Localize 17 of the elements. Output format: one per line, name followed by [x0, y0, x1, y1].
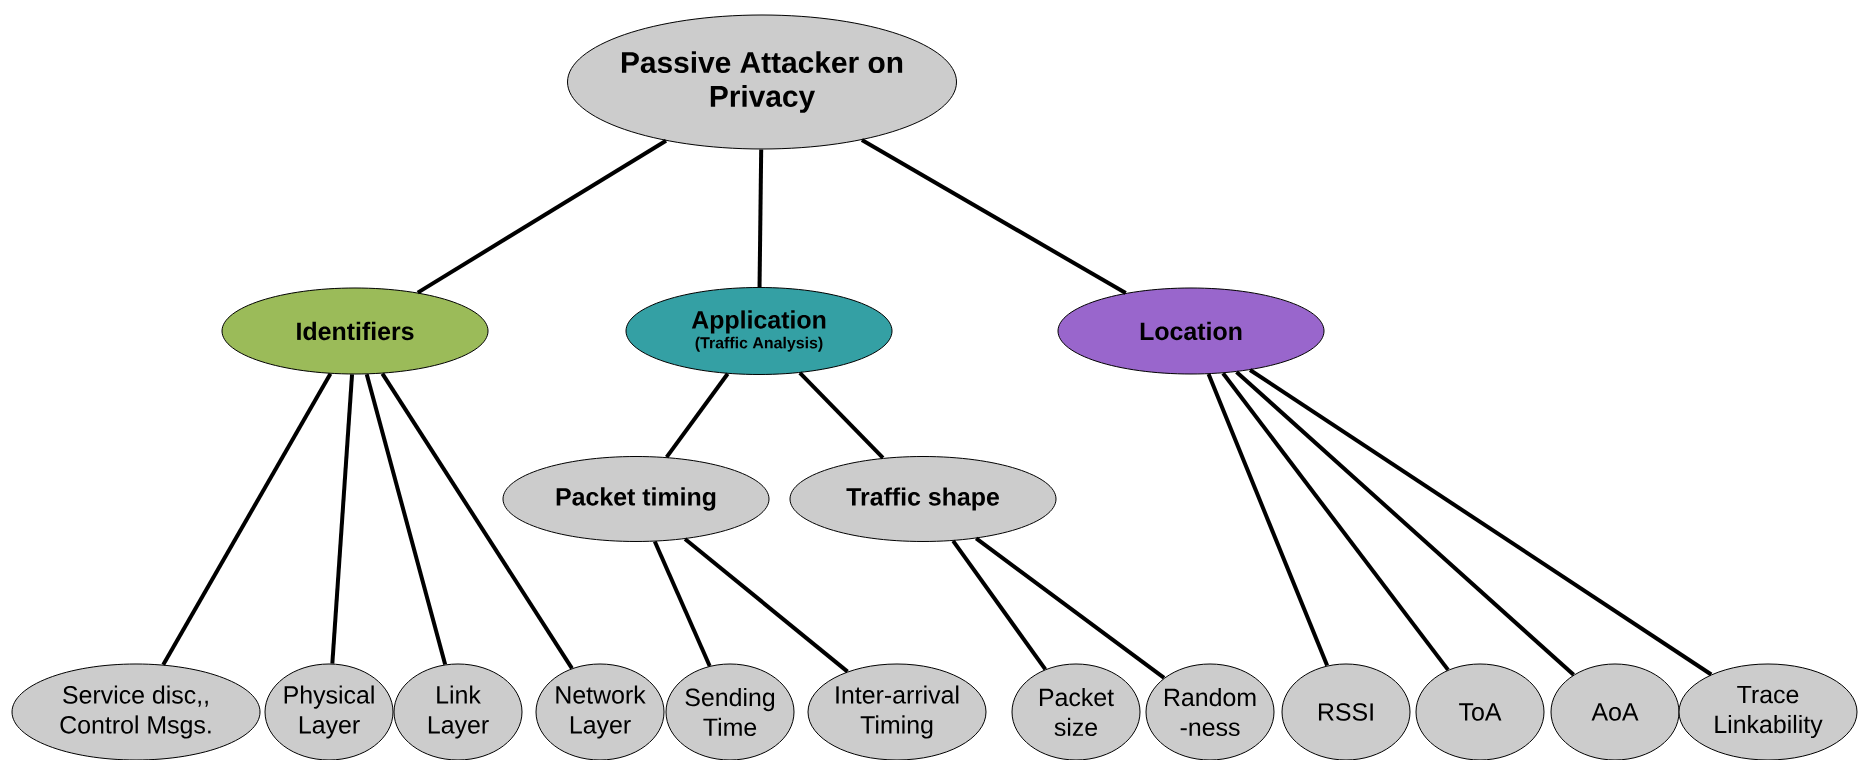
connector-line: [683, 537, 849, 674]
connector-line: [416, 139, 668, 295]
connector-line: [798, 371, 885, 460]
connector-line: [1249, 368, 1713, 677]
connector-line: [665, 372, 730, 459]
connector-line: [1235, 370, 1575, 677]
connector-line: [330, 374, 355, 664]
connector-line: [1206, 373, 1329, 667]
connector-line: [652, 540, 712, 667]
connector-line: [951, 539, 1047, 671]
connector-line: [380, 372, 574, 670]
connector-line: [860, 138, 1127, 295]
connector-line: [161, 372, 333, 666]
connector-line: [757, 149, 764, 288]
connector-line: [1221, 372, 1450, 672]
connector-line: [974, 536, 1166, 680]
connector-line: [364, 373, 448, 665]
